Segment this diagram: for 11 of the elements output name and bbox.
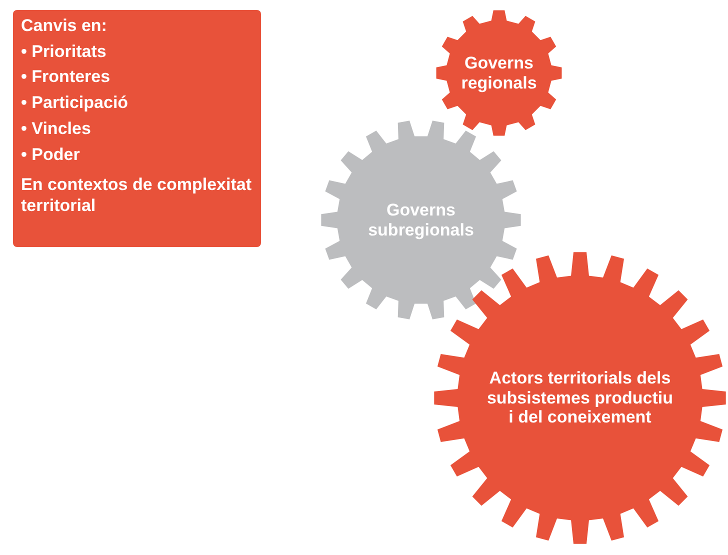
list-item: • Poder [21,144,80,166]
list-item: • Vincles [21,118,91,140]
gear-label: Governs subregionals [367,200,475,240]
panel-note: En contextos de complexitat territorial [21,175,252,217]
list-item: • Participació [21,93,128,114]
gear-label: Governs regionals [460,53,538,93]
panel-heading: Canvis en: [21,16,107,37]
list-item: • Fronteres [21,67,110,88]
list-item: • Prioritats [21,42,106,62]
text-panel [13,10,261,247]
gear-label: Actors territorials dels subsistemes productiu i del coneixement [486,368,674,428]
